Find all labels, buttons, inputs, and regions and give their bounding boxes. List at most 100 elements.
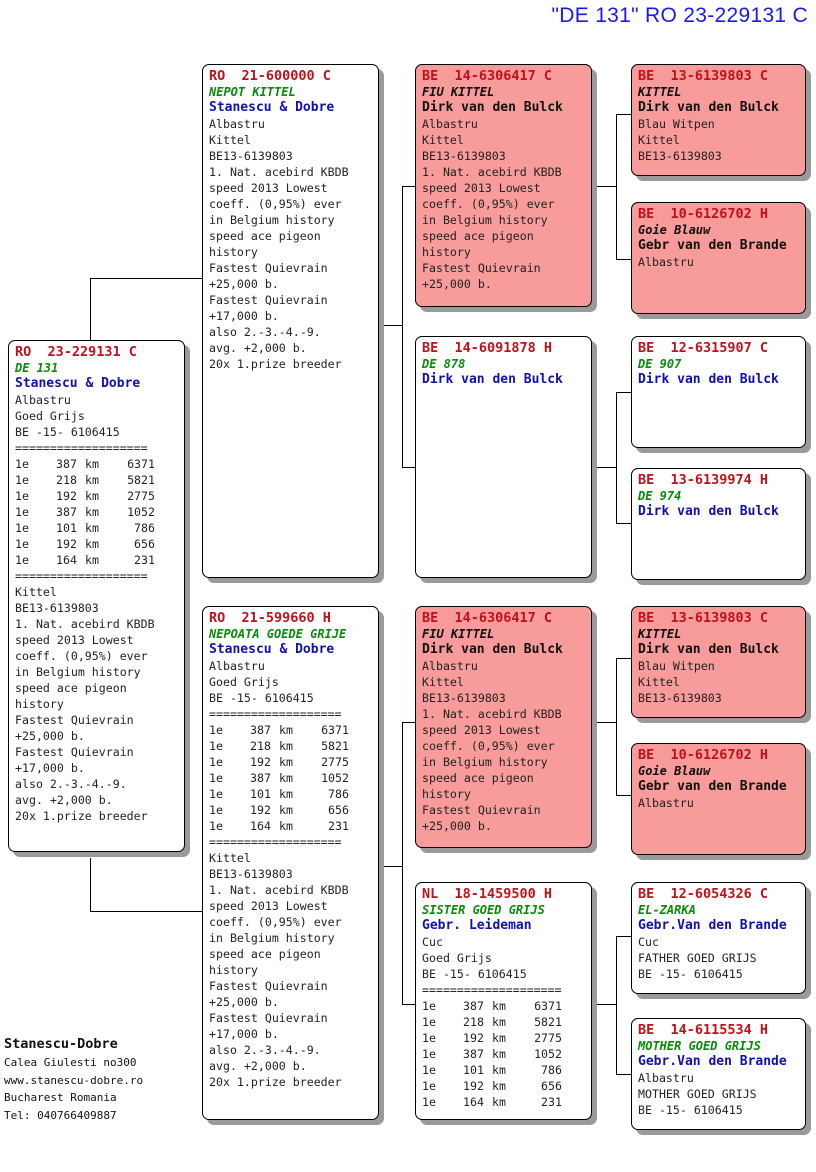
connector [616, 795, 632, 796]
owner-name: Dirk van den Bulck [638, 642, 779, 657]
dam-card[interactable]: RO 21-599660 H NEPOATA GOEDE GRIJE Stane… [202, 606, 379, 1120]
info-line: 20x 1.prize breeder [209, 1075, 342, 1089]
owner-name: Gebr van den Brande [638, 779, 787, 794]
info-line: BE -15- 6106415 [422, 967, 527, 981]
info-line: history [209, 245, 258, 259]
sire-card[interactable]: RO 21-600000 C NEPOT KITTEL Stanescu & D… [202, 64, 379, 578]
info-line: Fastest Quievrain [422, 803, 541, 817]
owner-name: Stanescu & Dobre [15, 376, 141, 391]
info-line: avg. +2,000 b. [209, 341, 307, 355]
info-line: Kittel [422, 675, 464, 689]
connector [402, 1004, 417, 1005]
owner-name: Stanescu & Dobre [209, 100, 335, 115]
info-line: Kittel [15, 585, 57, 599]
connector [616, 259, 632, 260]
info-line: in Belgium history [15, 665, 141, 679]
info-line: Fastest Quievrain [15, 713, 134, 727]
ring-number: BE 14-6306417 C [422, 610, 553, 626]
owner-name: Dirk van den Bulck [422, 372, 563, 387]
ring-number: BE 13-6139803 C [638, 68, 769, 84]
info-line: history [15, 697, 64, 711]
bird-name: DE 131 [15, 361, 59, 375]
info-line: speed 2013 Lowest [209, 181, 328, 195]
connector [90, 278, 204, 279]
connector [597, 722, 616, 723]
website-link[interactable]: www.stanescu-dobre.ro [4, 1073, 144, 1087]
info-line: Cuc [638, 935, 659, 949]
owner-name: Dirk van den Bulck [422, 100, 563, 115]
ggp-ssd-card[interactable]: BE 10-6126702 H Goie Blauw Gebr van den … [631, 202, 806, 314]
info-line: coeff. (0,95%) ever [209, 197, 342, 211]
owner-name: Dirk van den Bulck [638, 100, 779, 115]
connector [384, 325, 402, 326]
ggp-dss-card[interactable]: BE 13-6139803 C KITTEL Dirk van den Bulc… [631, 606, 806, 718]
info-line: BE13-6139803 [209, 867, 293, 881]
info-line: coeff. (0,95%) ever [15, 649, 148, 663]
sire-sire-card[interactable]: BE 14-6306417 C FIU KITTEL Dirk van den … [415, 64, 592, 307]
info-line: 1. Nat. acebird KBDB [209, 165, 349, 179]
bird-name: FIU KITTEL [422, 85, 495, 99]
bird-name: SISTER GOED GRIJS [422, 903, 545, 917]
info-line: Kittel [638, 675, 680, 689]
info-line: Fastest Quievrain [209, 293, 328, 307]
ggp-sss-card[interactable]: BE 13-6139803 C KITTEL Dirk van den Bulc… [631, 64, 806, 176]
dam-dam-card[interactable]: NL 18-1459500 H SISTER GOED GRIJS Gebr. … [415, 882, 592, 1120]
dam-sire-card[interactable]: BE 14-6306417 C FIU KITTEL Dirk van den … [415, 606, 592, 848]
info-line: Albastru [209, 659, 265, 673]
info-line: BE13-6139803 [638, 149, 722, 163]
info-line: Fastest Quievrain [15, 745, 134, 759]
connector [616, 936, 632, 937]
ggp-dsd-card[interactable]: BE 10-6126702 H Goie Blauw Gebr van den … [631, 743, 806, 855]
info-line: avg. +2,000 b. [15, 793, 113, 807]
connector [402, 186, 417, 187]
connector [597, 186, 616, 187]
city-line: Bucharest Romania [4, 1091, 117, 1104]
info-line: Blau Witpen [638, 659, 715, 673]
owner-name: Gebr. Leideman [422, 918, 532, 933]
ring-number: BE 14-6091878 H [422, 340, 553, 356]
subject-bird-card[interactable]: RO 23-229131 C DE 131 Stanescu & Dobre A… [8, 340, 185, 852]
info-line: also 2.-3.-4.-9. [209, 325, 321, 339]
breeder-name: Stanescu-Dobre [4, 1036, 118, 1052]
info-line: =================== [15, 441, 148, 455]
ggp-sds-card[interactable]: BE 12-6315907 C DE 907 Dirk van den Bulc… [631, 336, 806, 448]
info-line: in Belgium history [209, 931, 335, 945]
owner-name: Dirk van den Bulck [422, 642, 563, 657]
info-line: in Belgium history [209, 213, 335, 227]
ggp-sdd-card[interactable]: BE 13-6139974 H DE 974 Dirk van den Bulc… [631, 468, 806, 580]
owner-name: Stanescu & Dobre [209, 642, 335, 657]
ring-number: BE 13-6139803 C [638, 610, 769, 626]
info-line: speed 2013 Lowest [15, 633, 134, 647]
sire-dam-card[interactable]: BE 14-6091878 H DE 878 Dirk van den Bulc… [415, 336, 592, 578]
ring-number: BE 14-6115534 H [638, 1022, 769, 1038]
info-line: 1. Nat. acebird KBDB [209, 883, 349, 897]
info-line: Kittel [209, 133, 251, 147]
ring-number: BE 10-6126702 H [638, 747, 769, 763]
ggp-ddd-card[interactable]: BE 14-6115534 H MOTHER GOED GRIJS Gebr.V… [631, 1018, 806, 1130]
info-line: +17,000 b. [209, 1027, 279, 1041]
ring-number: BE 13-6139974 H [638, 472, 769, 488]
ggp-dds-card[interactable]: BE 12-6054326 C EL-ZARKA Gebr.Van den Br… [631, 882, 806, 994]
connector [402, 186, 403, 468]
ring-number: RO 21-600000 C [209, 68, 331, 84]
info-line: speed ace pigeon [15, 681, 127, 695]
info-line: =================== [209, 835, 342, 849]
owner-name: Dirk van den Bulck [638, 504, 779, 519]
owner-name: Gebr.Van den Brande [638, 918, 787, 933]
ring-number: BE 10-6126702 H [638, 206, 769, 222]
info-line: in Belgium history [422, 213, 548, 227]
bird-name: DE 878 [422, 357, 466, 371]
info-line: Albastru [15, 393, 71, 407]
info-line: 1. Nat. acebird KBDB [422, 707, 562, 721]
